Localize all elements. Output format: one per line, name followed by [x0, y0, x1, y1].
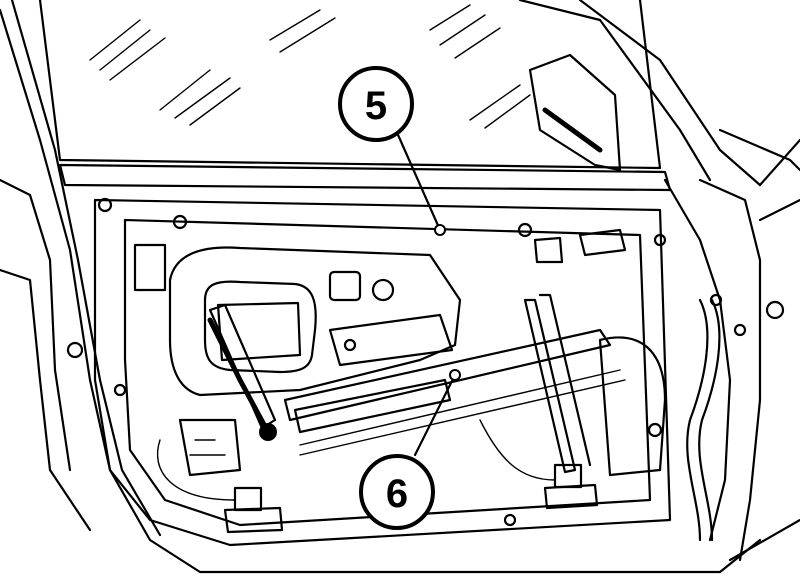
window-regulator [156, 293, 626, 534]
callout-5-leader [393, 126, 442, 232]
callout-5-label: 5 [365, 84, 387, 128]
callout-6-leader [413, 373, 457, 457]
callout-6-target [449, 369, 461, 381]
mirror-mount [528, 53, 622, 172]
door-frame [0, 0, 800, 574]
callout-5-target [434, 224, 446, 236]
callout-6-label: 6 [386, 472, 408, 516]
wiring-harness [686, 293, 785, 542]
callout-5: 5 [338, 66, 414, 142]
regulator-pulley [259, 423, 277, 441]
window-glass-hatch [89, 4, 531, 129]
inner-door-panel [66, 197, 672, 547]
callout-6: 6 [359, 454, 435, 530]
